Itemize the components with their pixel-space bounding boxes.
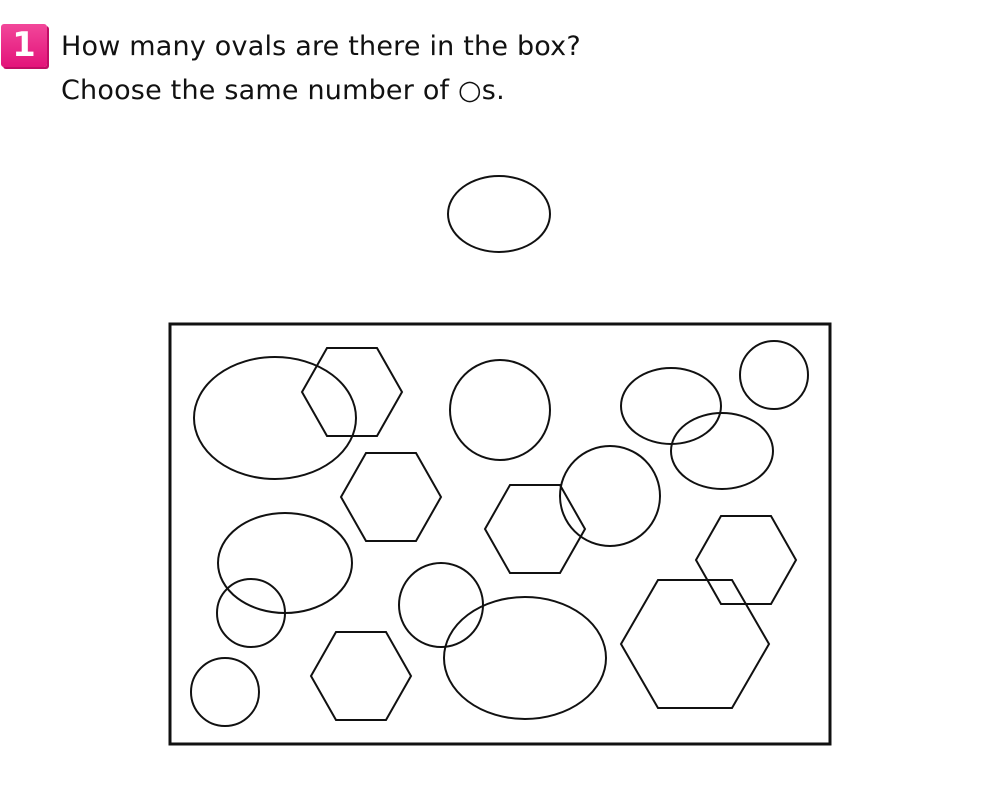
circle <box>190 657 260 727</box>
circle <box>449 359 551 461</box>
hexagon <box>300 347 404 437</box>
question-line-2: Choose the same number of ○s. <box>61 69 581 113</box>
question-line-2-text: Choose the same number of <box>61 75 459 106</box>
hexagon <box>339 452 443 542</box>
circle <box>216 578 286 648</box>
circle <box>739 340 809 410</box>
question-text: How many ovals are there in the box? Cho… <box>61 25 581 113</box>
oval <box>620 367 722 445</box>
reference-oval <box>447 175 551 253</box>
question-line-2-end: s. <box>481 75 505 106</box>
hexagon <box>309 631 413 721</box>
oval <box>443 596 607 720</box>
shape-box <box>168 322 832 746</box>
hexagon <box>694 515 798 605</box>
oval <box>670 412 774 490</box>
small-circle-symbol: ○ <box>458 75 482 106</box>
question-line-1: How many ovals are there in the box? <box>61 31 581 62</box>
circle <box>398 562 484 648</box>
oval <box>217 512 353 614</box>
oval <box>193 356 357 480</box>
hexagon <box>483 484 587 574</box>
circle <box>559 445 661 547</box>
problem-number-badge: 1 <box>1 24 47 67</box>
hexagon <box>619 579 771 709</box>
